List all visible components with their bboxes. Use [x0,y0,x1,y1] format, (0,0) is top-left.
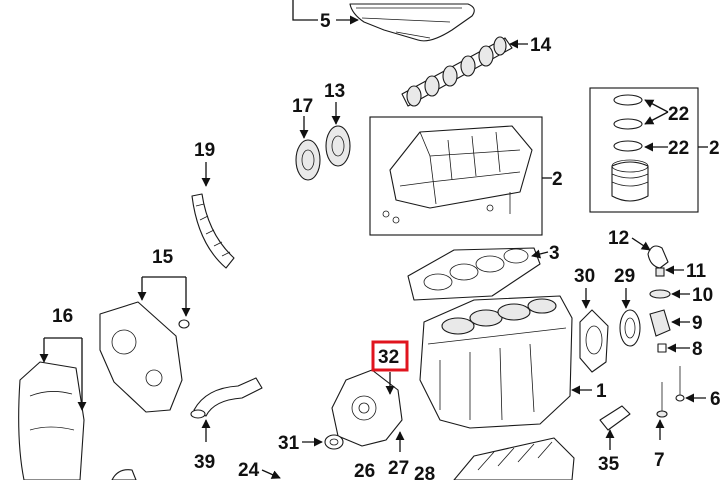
callout-32-label: 32 [378,347,399,368]
camshaft [401,36,513,107]
callout-22b: 22 [644,138,689,159]
callout-7: 7 [654,419,665,471]
oil-filter-adapter [647,245,669,269]
callout-13-label: 13 [324,81,345,102]
callout-6-label: 6 [710,389,720,410]
callout-6: 6 [685,389,720,410]
cam-sprocket-13 [325,125,351,167]
callout-22b-label: 22 [668,138,689,159]
piston-group [589,87,699,213]
engine-block [419,295,573,429]
callout-30-label: 30 [574,266,595,287]
callout-22a-label: 22 [668,104,689,125]
callout-26-label: 26 [354,461,375,480]
callout-29-label: 29 [614,266,635,287]
callout-8: 8 [667,339,703,360]
callout-11: 11 [665,261,707,282]
callout-15: 15 [137,247,191,317]
rear-oil-seal [619,309,641,347]
callout-31: 31 [278,433,323,454]
head-gasket [407,247,541,301]
callout-22a: 22 [644,99,689,125]
oil-pan-partial [453,437,575,480]
callout-10-label: 10 [692,285,713,306]
callout-39: 39 [194,419,215,473]
seal-10 [649,289,671,299]
callout-19-label: 19 [194,140,215,161]
callout-14-label: 14 [530,35,552,56]
callout-9: 9 [671,313,703,334]
callout-24-label: 24 [238,460,260,480]
dowel-bolt-7 [656,382,668,418]
callout-10: 10 [671,285,713,306]
callout-16: 16 [39,306,87,411]
callout-32: 32 [371,340,409,395]
callout-27-label: 27 [388,458,409,479]
piston-box [589,87,699,213]
callout-19: 19 [194,140,215,187]
cam-sprocket-17 [295,139,321,181]
callout-35: 35 [598,429,620,475]
callout-2b: 2 [698,138,720,159]
plug-8 [657,343,667,353]
highlight-box-32 [371,340,409,372]
callout-5: 5 [292,0,359,32]
callout-30: 30 [574,266,595,309]
front-cover-outer [18,361,85,480]
callout-15-label: 15 [152,247,174,268]
stud-6 [675,366,685,402]
callout-1-label: 1 [596,381,607,402]
sensor-11 [655,267,665,277]
callout-17: 17 [292,96,313,139]
callout-35-label: 35 [598,454,620,475]
callout-11-label: 11 [686,261,707,282]
callout-28: 28 [414,464,435,480]
callout-31-label: 31 [278,433,300,454]
callout-5-label: 5 [320,11,331,32]
callout-7-label: 7 [654,450,665,471]
front-crank-seal [324,434,344,450]
callout-16-label: 16 [52,306,73,327]
cylinder-head-group [369,116,543,236]
callout-2b-label: 2 [709,138,720,159]
callout-29: 29 [614,266,635,309]
callout-27: 27 [388,431,409,479]
callout-28-label: 28 [414,464,435,480]
callout-2: 2 [542,169,563,190]
callout-12: 12 [608,228,651,251]
oil-pickup-tube [190,377,263,419]
callout-14: 14 [509,35,552,56]
callout-26: 26 [354,461,375,480]
callout-24: 24 [238,460,281,480]
oil-pump-housing [331,369,403,447]
callout-3-label: 3 [549,243,560,264]
part-near-24 [111,469,137,480]
callout-12-label: 12 [608,228,629,249]
callout-39-label: 39 [194,452,215,473]
callout-9-label: 9 [692,313,703,334]
callout-1: 1 [571,381,607,402]
callout-13: 13 [324,81,345,125]
callout-17-label: 17 [292,96,313,117]
callout-8-label: 8 [692,339,703,360]
bracket-35 [599,405,631,431]
timing-cover-inner [99,301,190,413]
callout-3: 3 [531,243,560,264]
rear-main-seal-retainer [579,309,609,373]
chain-guide [191,193,235,269]
callout-2-label: 2 [552,169,563,190]
valve-cover-gasket [349,3,475,42]
cylinder-head-box [369,116,543,236]
tensioner-9 [649,309,671,337]
